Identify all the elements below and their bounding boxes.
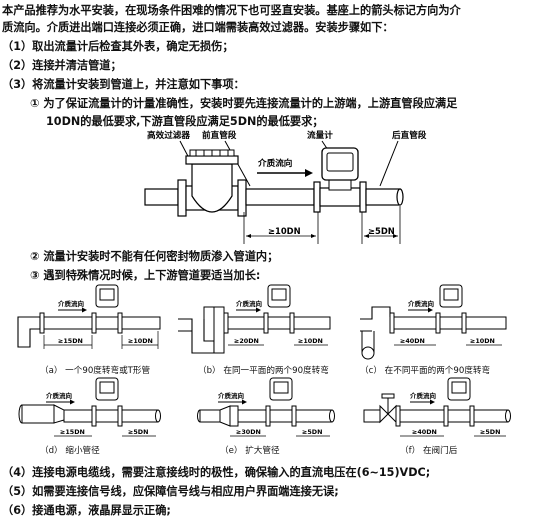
svg-text:介质流向: 介质流向 — [45, 391, 73, 400]
svg-text:≥5DN: ≥5DN — [128, 428, 148, 436]
figure-a: 介质流向 ≥15DN ≥10DN — [17, 284, 161, 349]
main-installation-diagram: 高效过滤器 前直管段 流量计 后直管段 介质流向 ≥10DN ≥5DN — [144, 129, 427, 244]
caption-b: （b） 在同一平面的两个90度转弯 — [198, 366, 329, 376]
svg-text:≥5DN: ≥5DN — [302, 428, 322, 436]
svg-text:≥15DN: ≥15DN — [58, 337, 83, 345]
figure-c: 介质流向 ≥40DN ≥10DN — [360, 284, 507, 360]
step-3: （3）将流量计安装到管道上，并注意如下事项： — [2, 78, 245, 91]
note-1-line-2: 10DN的最低要求,下游直管段应满足5DN的最低要求； — [46, 115, 324, 128]
intro-line-1: 本产品推荐为水平安装，在现场条件困难的情况下也可竖直安装。基座上的箭头标记方向为… — [2, 4, 461, 17]
note-1-line-1: ① 为了保证流量计的计量准确性，安装时要先连接流量计的上游端，上游直管段应满足 — [30, 97, 458, 110]
caption-a: （a） 一个90度转弯或T形管 — [40, 366, 151, 376]
intro-line-2: 质流向。介质进出端口连接必须正确，进口端需装高效过滤器。安装步骤如下： — [2, 21, 394, 34]
small-figures-row-1: 介质流向 ≥15DN ≥10DN 介质流向 ≥20DN ≥10 — [17, 284, 507, 360]
meter-label: 流量计 — [307, 129, 333, 141]
note-3: ③ 遇到特殊情况时候，上下游管道要适当加长: — [30, 269, 261, 282]
caption-e: （e） 扩大管径 — [220, 446, 280, 456]
step-2: （2）连接并清洁管道； — [2, 59, 122, 72]
figure-d: 介质流向 ≥15DN ≥5DN — [18, 377, 161, 437]
svg-text:介质流向: 介质流向 — [235, 299, 263, 308]
svg-text:介质流向: 介质流向 — [217, 391, 245, 400]
svg-text:≥40DN: ≥40DN — [412, 428, 437, 436]
svg-text:≥15DN: ≥15DN — [60, 428, 85, 436]
svg-text:≥10DN: ≥10DN — [298, 337, 323, 345]
svg-text:介质流向: 介质流向 — [407, 299, 435, 308]
svg-text:≥10DN: ≥10DN — [470, 337, 495, 345]
svg-text:≥20DN: ≥20DN — [234, 337, 259, 345]
upstream-label: 前直管段 — [202, 129, 237, 141]
step-5: （5）如需要连接信号线，应保障信号线与相应用户界面端连接无误; — [2, 485, 339, 498]
svg-text:介质流向: 介质流向 — [409, 391, 437, 400]
svg-text:≥40DN: ≥40DN — [400, 337, 425, 345]
step-1: （1）取出流量计后检查其外表，确定无损伤； — [2, 40, 234, 53]
svg-text:≥5DN: ≥5DN — [480, 428, 500, 436]
step-6: （6）接通电源，液晶屏显示正确; — [2, 504, 171, 517]
caption-d: （d） 缩小管径 — [40, 446, 100, 456]
filter-label: 高效过滤器 — [147, 129, 190, 141]
caption-c: （c） 在不同平面的两个90度转弯 — [360, 366, 491, 376]
figure-e: 介质流向 ≥30DN ≥5DN — [197, 377, 335, 437]
step-4: （4）连接电源电缆线，需要注意接线时的极性，确保输入的直流电压在(6~15)VD… — [2, 466, 431, 479]
note-2: ② 流量计安装时不能有任何密封物质渗入管道内； — [30, 250, 279, 263]
figure-b: 介质流向 ≥20DN ≥10DN — [178, 284, 331, 354]
flow-label: 介质流向 — [257, 157, 292, 169]
small-figures-row-2: 介质流向 ≥15DN ≥5DN 介质流向 ≥30DN ≥5DN — [18, 377, 511, 437]
svg-text:≥10DN: ≥10DN — [128, 337, 153, 345]
svg-text:≥30DN: ≥30DN — [236, 428, 261, 436]
figure-f: 介质流向 ≥40DN ≥5DN — [363, 377, 511, 437]
downstream-label: 后直管段 — [392, 129, 427, 141]
upstream-dimension: ≥10DN — [268, 226, 301, 236]
svg-text:介质流向: 介质流向 — [57, 299, 85, 308]
caption-f: （f） 在阀门后 — [400, 446, 458, 456]
downstream-dimension: ≥5DN — [368, 226, 395, 236]
